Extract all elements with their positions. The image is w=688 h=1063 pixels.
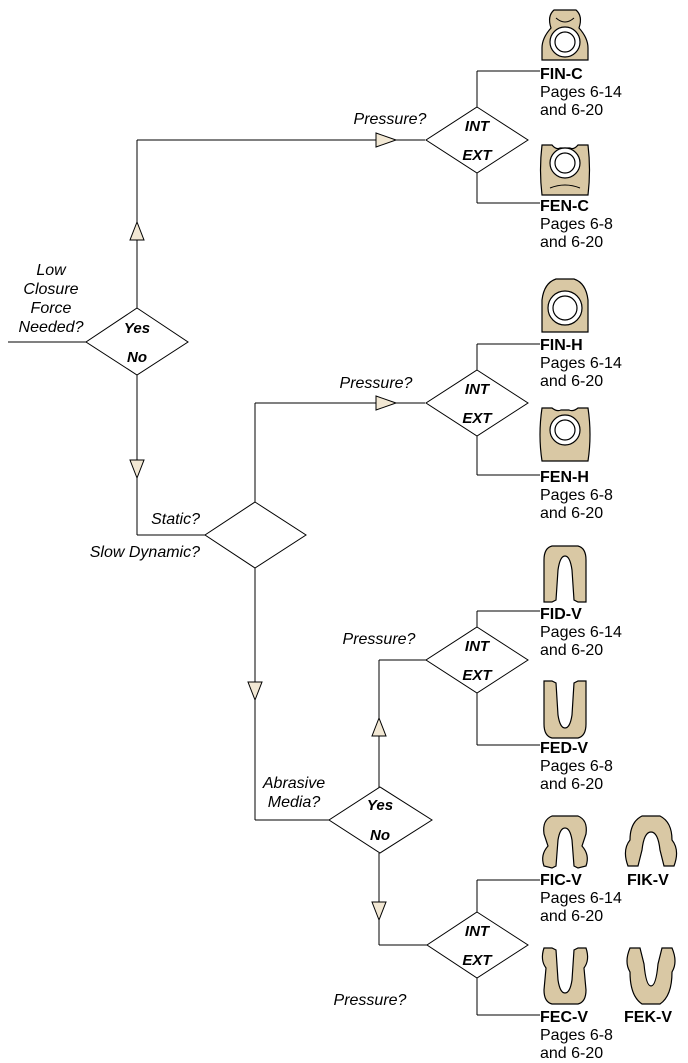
static-question: Static? — [151, 511, 200, 528]
seal-name: FIC-V — [540, 872, 582, 889]
question-line: Abrasive — [262, 775, 325, 792]
decision-pressure-4: INT EXT — [426, 911, 529, 979]
question-line: Force — [31, 300, 72, 317]
seal-pages-and: and 6-20 — [540, 102, 603, 119]
pressure-question: Pressure? — [340, 375, 413, 392]
seal-pages: Pages 6-14 — [540, 624, 622, 641]
seal-pages-and: and 6-20 — [540, 908, 603, 925]
fed-v-label: FED-V Pages 6-8 and 6-20 — [540, 740, 613, 793]
seal-pages-and: and 6-20 — [540, 234, 603, 251]
fed-v-seal-icon — [543, 680, 587, 739]
slow-dynamic-question: Slow Dynamic? — [90, 544, 200, 561]
seal-pages: Pages 6-8 — [540, 758, 613, 775]
no-label: No — [370, 827, 390, 844]
fec-v-label: FEC-V Pages 6-8 and 6-20 — [540, 1009, 613, 1062]
arrow-up-icon — [129, 220, 145, 241]
seal-pages: Pages 6-8 — [540, 487, 613, 504]
yes-label: Yes — [367, 797, 393, 814]
int-label: INT — [465, 118, 491, 135]
fic-v-label: FIC-V Pages 6-14 and 6-20 — [540, 872, 622, 925]
question-line: Needed? — [19, 319, 84, 336]
fen-h-label: FEN-H Pages 6-8 and 6-20 — [540, 469, 613, 522]
pressure-question: Pressure? — [334, 992, 407, 1009]
ext-label: EXT — [462, 667, 493, 684]
fen-c-seal-icon — [539, 144, 591, 196]
yes-label: Yes — [124, 320, 150, 337]
seal-pages: Pages 6-14 — [540, 355, 622, 372]
seal-pages: Pages 6-8 — [540, 216, 613, 233]
seal-name: FEN-C — [540, 198, 589, 215]
arrow-right-icon — [375, 132, 398, 148]
question-line: Media? — [268, 794, 321, 811]
fec-v-seal-icon — [541, 947, 589, 1005]
ext-label: EXT — [462, 952, 493, 969]
decision-pressure-3: INT EXT — [425, 626, 529, 694]
fik-v-seal-icon — [624, 815, 678, 867]
seal-pages-and: and 6-20 — [540, 1045, 603, 1062]
decision-pressure-1: INT EXT — [425, 106, 529, 174]
seal-pages-and: and 6-20 — [540, 373, 603, 390]
decision-abrasive: Yes No — [328, 786, 433, 854]
connector-lines — [8, 70, 540, 1016]
fen-h-seal-icon — [539, 407, 591, 462]
fin-h-seal-icon — [541, 278, 589, 333]
fin-c-seal-icon — [541, 9, 589, 61]
seal-pages: Pages 6-8 — [540, 1027, 613, 1044]
seal-name: FED-V — [540, 740, 588, 757]
arrow-up-icon — [371, 716, 387, 737]
pressure-question: Pressure? — [343, 631, 416, 648]
seal-pages-and: and 6-20 — [540, 505, 603, 522]
arrow-down-icon — [371, 901, 387, 922]
ext-label: EXT — [462, 147, 493, 164]
arrow-down-icon — [247, 681, 263, 702]
fin-c-label: FIN-C Pages 6-14 and 6-20 — [540, 66, 622, 119]
int-label: INT — [465, 923, 491, 940]
fid-v-seal-icon — [543, 545, 587, 603]
seal-name: FEN-H — [540, 469, 589, 486]
seal-pages-and: and 6-20 — [540, 776, 603, 793]
seal-name: FIN-H — [540, 337, 583, 354]
seal-pages-and: and 6-20 — [540, 642, 603, 659]
seal-pages: Pages 6-14 — [540, 84, 622, 101]
seal-name: FID-V — [540, 606, 582, 623]
pressure-question: Pressure? — [354, 111, 427, 128]
no-label: No — [127, 349, 147, 366]
arrow-right-icon — [375, 395, 398, 411]
ext-label: EXT — [462, 410, 493, 427]
fin-h-label: FIN-H Pages 6-14 and 6-20 — [540, 337, 622, 390]
fek-v-label: FEK-V — [624, 1009, 672, 1026]
fik-v-label: FIK-V — [627, 872, 669, 889]
fek-v-seal-icon — [626, 947, 676, 1005]
question-abrasive: Abrasive Media? — [262, 775, 325, 811]
int-label: INT — [465, 638, 491, 655]
int-label: INT — [465, 381, 491, 398]
decision-low-closure: Yes No — [85, 307, 189, 376]
decision-static-dynamic — [204, 501, 307, 569]
question-line: Low — [36, 262, 67, 279]
fen-c-label: FEN-C Pages 6-8 and 6-20 — [540, 198, 613, 251]
question-low-closure: Low Closure Force Needed? — [19, 262, 84, 336]
seal-name: FEC-V — [540, 1009, 588, 1026]
question-line: Closure — [23, 281, 78, 298]
fic-v-seal-icon — [542, 815, 588, 869]
fid-v-label: FID-V Pages 6-14 and 6-20 — [540, 606, 622, 659]
arrow-down-icon — [129, 459, 145, 480]
decision-pressure-2: INT EXT — [425, 369, 529, 437]
seal-name: FIN-C — [540, 66, 583, 83]
seal-pages: Pages 6-14 — [540, 890, 622, 907]
